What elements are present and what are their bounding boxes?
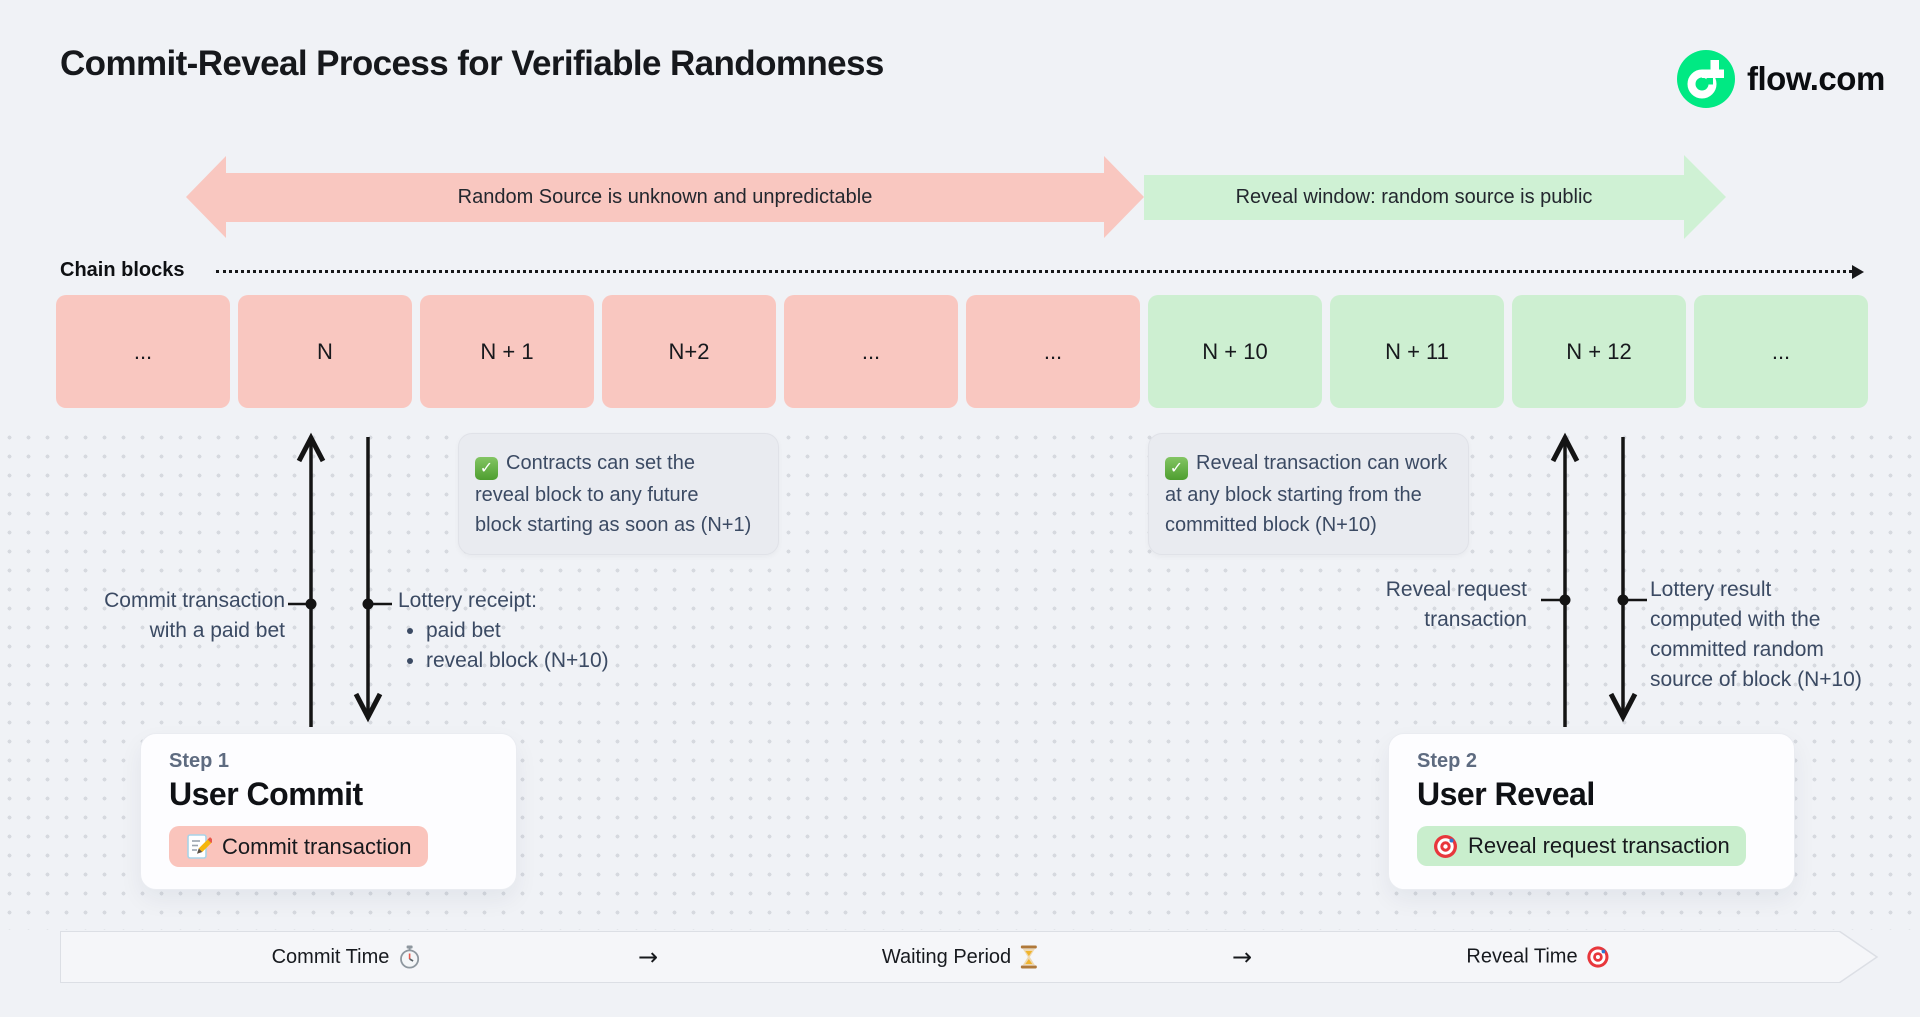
reveal-request-label: Reveal request transaction	[1340, 575, 1527, 635]
memo-icon	[187, 834, 212, 859]
hourglass-icon	[1021, 945, 1038, 969]
check-icon: ✓	[1165, 456, 1188, 480]
target-icon	[1434, 834, 1457, 858]
label-line: Commit transaction	[104, 589, 285, 612]
commit-transaction-label: Commit transaction with a paid bet	[85, 586, 285, 646]
reveal-banner-right-arrowhead	[1684, 155, 1726, 239]
chain-block: N	[238, 295, 412, 408]
chain-block: ...	[784, 295, 958, 408]
pill-label: Reveal request transaction	[1468, 833, 1730, 858]
label-line: Reveal request	[1385, 578, 1527, 601]
label-line: Lottery result	[1650, 578, 1772, 601]
check-icon: ✓	[475, 456, 498, 480]
label-line: transaction	[1424, 608, 1527, 631]
timeline-label: Reveal Time	[1466, 945, 1578, 968]
lottery-receipt-label: Lottery receipt: paid bet reveal block (…	[398, 586, 609, 676]
arrow-right-icon: →	[1231, 943, 1253, 971]
chain-axis-dotted-line	[216, 270, 1852, 273]
brand-name: flow.com	[1747, 60, 1885, 97]
note-line: committed block (N+10)	[1165, 513, 1377, 536]
commit-banner-left-arrowhead	[186, 156, 226, 238]
label-line: with a paid bet	[149, 619, 285, 642]
arrow-right-icon: →	[637, 943, 659, 971]
step-1-card: Step 1 User Commit Commit transaction	[140, 733, 517, 890]
target-icon	[1587, 946, 1609, 968]
timeline-item-waiting-period: Waiting Period	[882, 945, 1038, 969]
timeline-label: Waiting Period	[881, 945, 1012, 968]
chain-block: N + 1	[420, 295, 594, 408]
chain-block: ...	[966, 295, 1140, 408]
note-line: Reveal transaction can work	[1196, 452, 1448, 474]
label-line: Lottery receipt:	[398, 589, 537, 612]
reveal-request-pill[interactable]: Reveal request transaction	[1417, 826, 1746, 866]
note-line: block starting as soon as (N+1)	[475, 513, 752, 536]
commit-phase-banner: Random Source is unknown and unpredictab…	[226, 173, 1104, 222]
chain-block: N + 11	[1330, 295, 1504, 408]
note-line: at any block starting from the	[1165, 483, 1422, 506]
step-2-card: Step 2 User Reveal Reveal request transa…	[1388, 733, 1795, 890]
step-label: Step 2	[1417, 750, 1478, 772]
chain-blocks-label: Chain blocks	[60, 259, 185, 281]
label-line: committed random	[1650, 638, 1824, 661]
commit-transaction-pill[interactable]: Commit transaction	[169, 826, 428, 867]
flow-logo-icon	[1677, 50, 1735, 108]
stopwatch-icon	[399, 945, 419, 969]
chain-block: ...	[56, 295, 230, 408]
reveal-note-box: ✓ Reveal transaction can work at any bloc…	[1148, 433, 1469, 555]
chain-block: ...	[1694, 295, 1868, 408]
step-title: User Commit	[169, 776, 363, 812]
label-line: computed with the	[1650, 608, 1821, 631]
receipt-bullet: reveal block (N+10)	[426, 646, 609, 676]
timeline-item-reveal-time: Reveal Time	[1466, 946, 1609, 969]
commit-note-box: ✓ Contracts can set the reveal block to a…	[458, 433, 779, 555]
step-label: Step 1	[169, 750, 230, 772]
timeline-item-commit-time: Commit Time	[272, 945, 421, 969]
chain-axis-arrowhead-icon	[1852, 265, 1864, 279]
flow-logo[interactable]: flow.com	[1677, 50, 1885, 108]
chain-block-row: ... N N + 1 N+2 ... ... N + 10 N + 11 N …	[56, 295, 1868, 408]
commit-banner-label: Random Source is unknown and unpredictab…	[457, 186, 873, 208]
timeline-arrow: →	[1232, 943, 1252, 971]
timeline-arrow: →	[638, 943, 658, 971]
note-line: Contracts can set the	[506, 452, 695, 474]
reveal-banner-label: Reveal window: random source is public	[1235, 186, 1593, 208]
commit-banner-right-arrowhead	[1104, 156, 1144, 238]
label-line: source of block (N+10)	[1650, 668, 1862, 691]
reveal-phase-banner: Reveal window: random source is public	[1144, 175, 1684, 220]
note-line: reveal block to any future	[475, 483, 699, 506]
timeline-label: Commit Time	[271, 945, 390, 968]
step-title: User Reveal	[1417, 776, 1595, 812]
receipt-bullet: paid bet	[426, 616, 609, 646]
lottery-result-label: Lottery result computed with the committ…	[1650, 575, 1862, 695]
pill-label: Commit transaction	[222, 833, 412, 859]
chain-block: N+2	[602, 295, 776, 408]
chain-block: N + 10	[1148, 295, 1322, 408]
timeline-bar	[60, 931, 1840, 983]
page-title: Commit-Reveal Process for Verifiable Ran…	[60, 44, 884, 83]
chain-block: N + 12	[1512, 295, 1686, 408]
timeline-arrowhead-icon	[1839, 931, 1879, 983]
